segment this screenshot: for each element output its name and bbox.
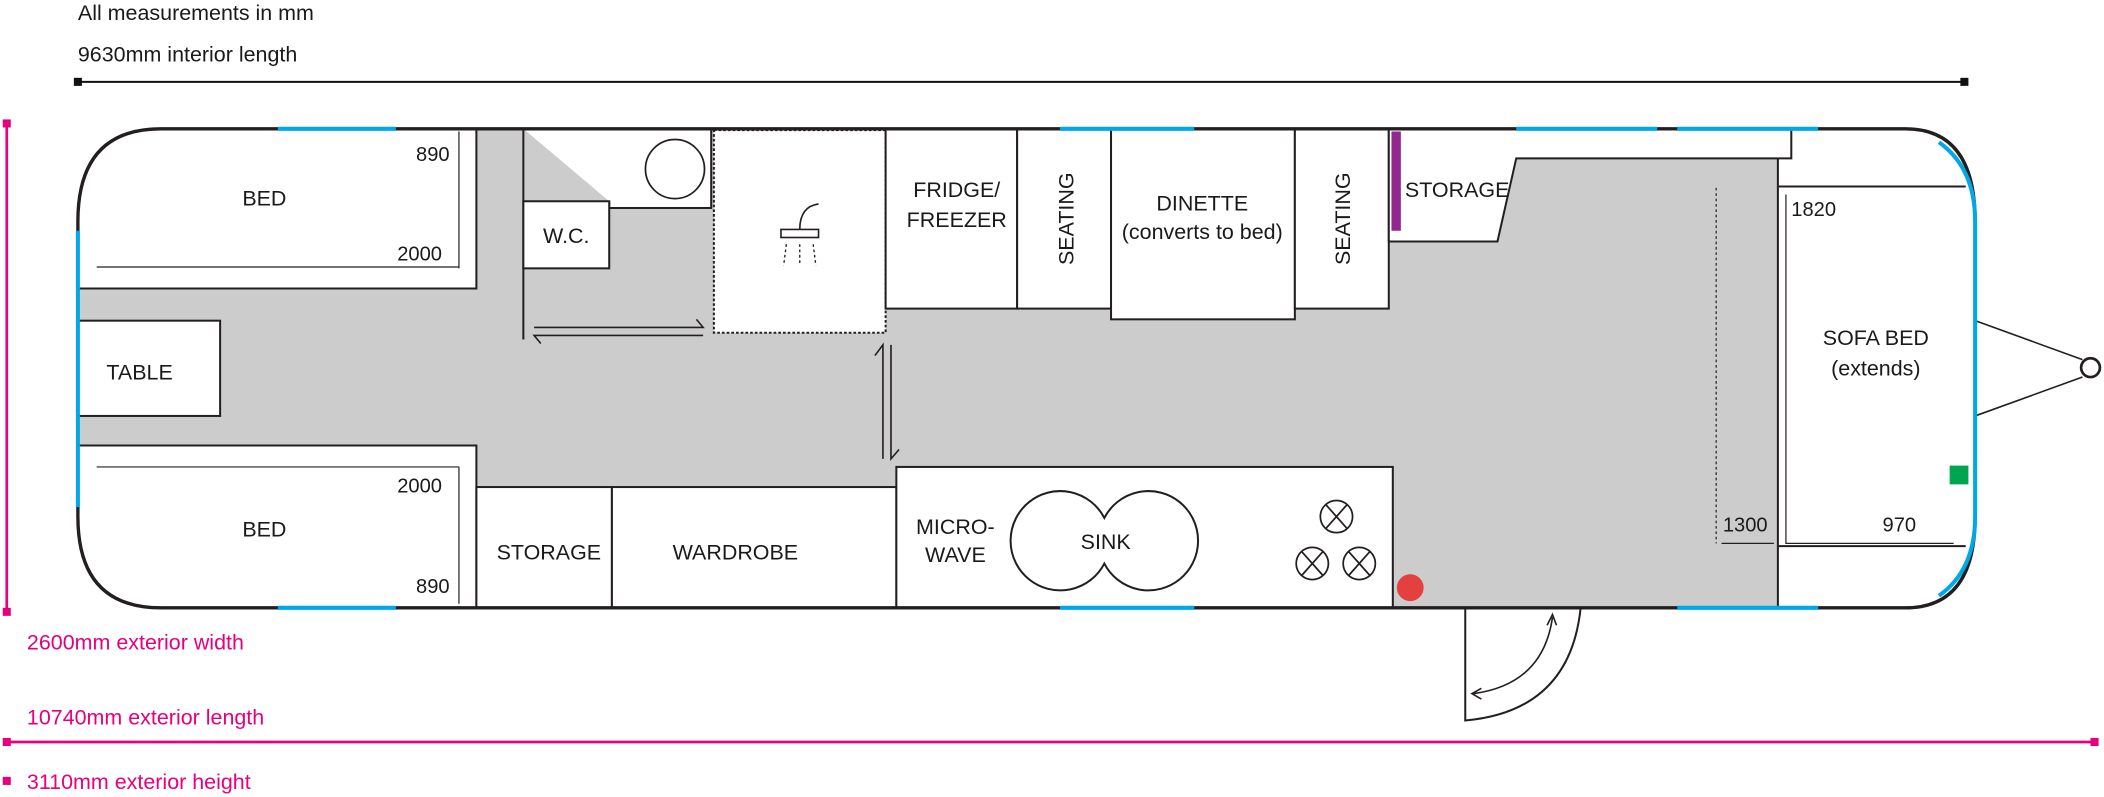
seating-right (1293, 127, 1390, 310)
label-dinette: DINETTE (1156, 192, 1248, 216)
dim-bed-top-width: 890 (416, 144, 450, 166)
toilet-icon (644, 138, 706, 200)
label-seating-left: SEATING (1054, 172, 1078, 265)
sliding-door-icon (532, 318, 900, 462)
label-bed-bottom: BED (242, 518, 286, 542)
hitch-icon (1974, 319, 2102, 417)
dim-sofa-width: 970 (1883, 514, 1917, 536)
label-sofa-extends: (extends) (1831, 357, 1920, 381)
exterior-width-label: 2600mm exterior width (27, 630, 244, 654)
label-wardrobe: WARDROBE (673, 541, 799, 565)
exterior-height-marker (2, 776, 11, 785)
marker-green (1949, 465, 1969, 485)
wardrobe (610, 486, 898, 609)
label-microwave-2: WAVE (925, 543, 986, 567)
marker-purple (1391, 131, 1401, 231)
measurement-note: All measurements in mm (78, 1, 314, 25)
table (76, 319, 222, 417)
windows (75, 126, 1978, 610)
label-freezer: FREEZER (907, 208, 1007, 232)
dimension-lines (96, 131, 1954, 604)
dim-bed-top-length: 2000 (397, 243, 442, 265)
label-table: TABLE (106, 361, 172, 385)
interior-length-line (73, 77, 1969, 86)
marker-red (1396, 574, 1424, 602)
seating-left (1016, 127, 1113, 310)
burner-icon (1295, 499, 1377, 581)
dim-sofa-length: 1820 (1791, 199, 1836, 221)
label-fridge: FRIDGE/ (913, 178, 1000, 202)
trailer-outline (76, 127, 1977, 610)
dim-sofa-extended: 1300 (1723, 514, 1768, 536)
exterior-width-line (2, 119, 11, 616)
sofa-bed (1776, 158, 1966, 608)
door-swing-icon (1464, 607, 1582, 722)
dim-bed-bottom-width: 890 (416, 576, 450, 598)
label-storage-bottom: STORAGE (497, 541, 602, 565)
label-storage-top: STORAGE (1405, 178, 1510, 202)
label-sink: SINK (1081, 530, 1132, 554)
label-sofa-bed: SOFA BED (1823, 326, 1929, 350)
bed-top (77, 128, 478, 290)
exterior-length-label: 10740mm exterior length (27, 706, 264, 730)
label-seating-right: SEATING (1331, 172, 1355, 265)
label-dinette-note: (converts to bed) (1122, 220, 1283, 244)
interior-length-label: 9630mm interior length (78, 43, 297, 67)
wc (522, 200, 611, 270)
label-bed-top: BED (242, 186, 286, 210)
sink-icon (1009, 490, 1200, 592)
label-wc: W.C. (543, 224, 589, 248)
shower-icon (780, 203, 820, 266)
label-microwave: MICRO- (916, 515, 995, 539)
dim-bed-bottom-length: 2000 (397, 475, 442, 497)
exterior-height-label: 3110mm exterior height (27, 770, 251, 794)
exterior-length-line (2, 737, 2099, 747)
